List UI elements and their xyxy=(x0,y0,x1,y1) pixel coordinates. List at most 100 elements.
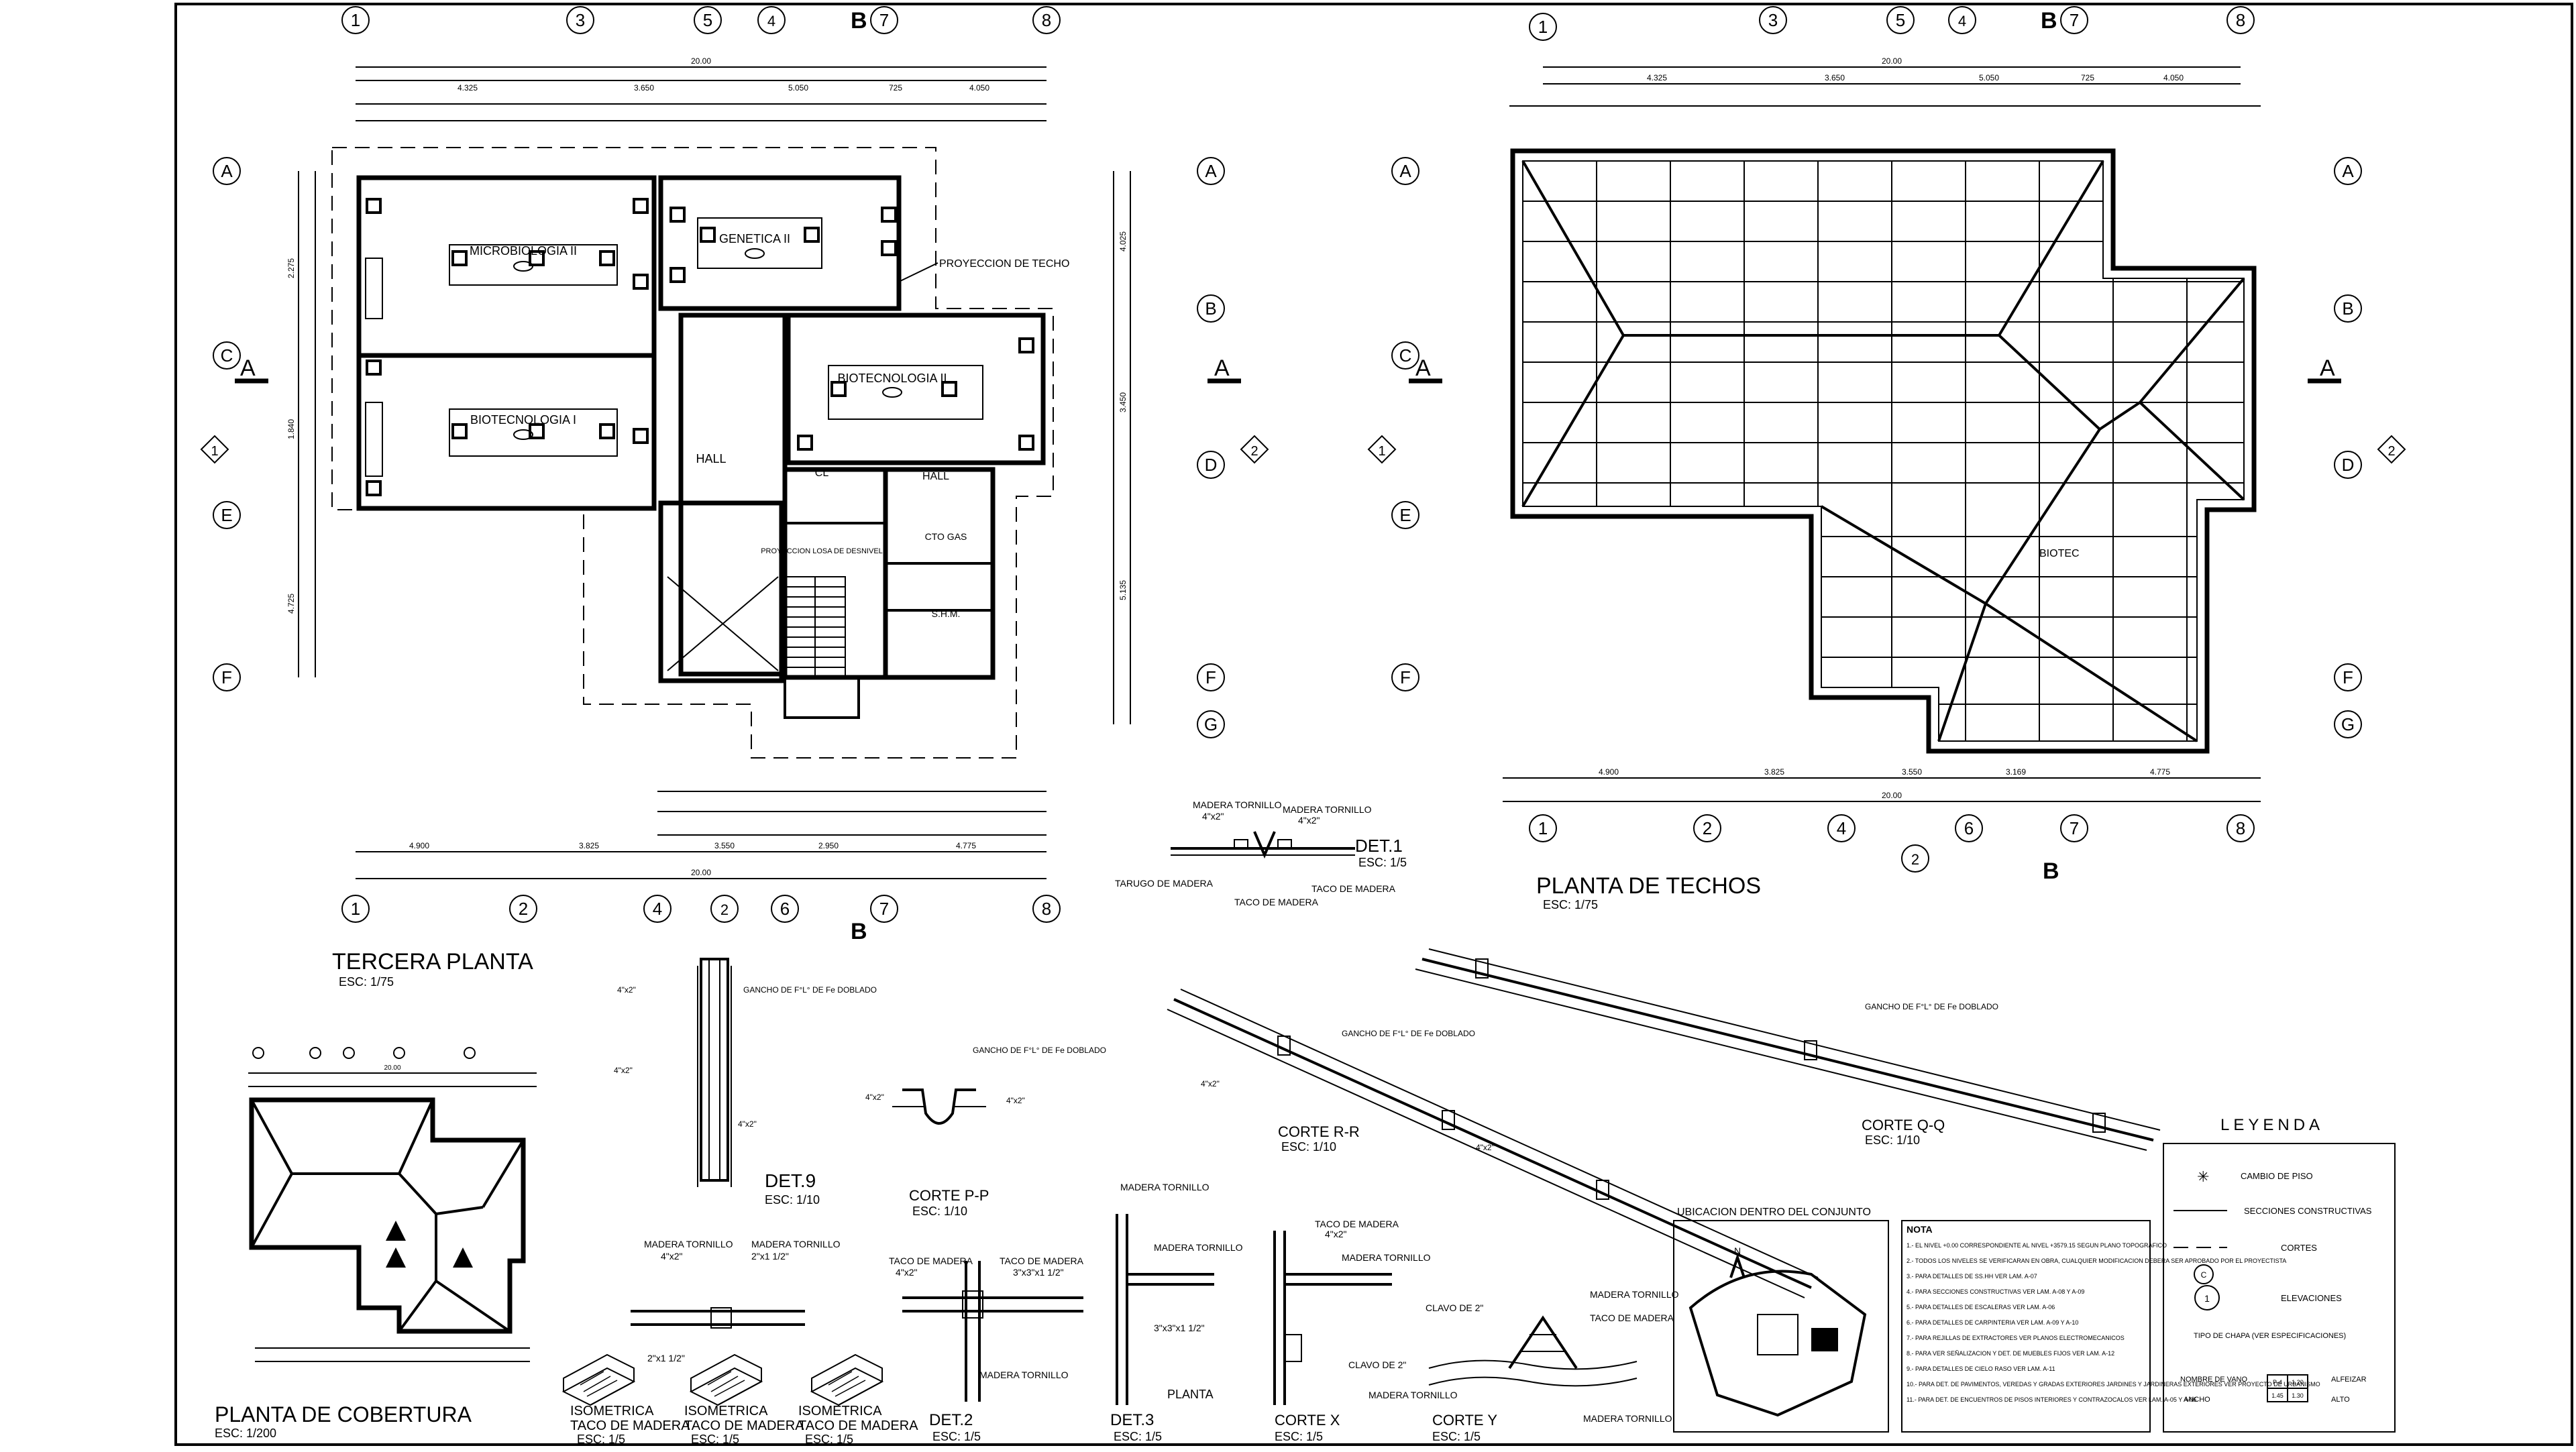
svg-text:5.050: 5.050 xyxy=(788,83,808,93)
svg-text:B: B xyxy=(2043,858,2059,884)
techos-grid-right: A B D F G A 2 xyxy=(2308,157,2406,738)
svg-text:1.45: 1.45 xyxy=(2271,1392,2284,1399)
techos-grid-top: 1 3 5 7 8 4 B xyxy=(1529,6,2255,41)
svg-text:3.650: 3.650 xyxy=(1825,73,1845,82)
svg-text:3.450: 3.450 xyxy=(1118,392,1128,412)
svg-text:6.- PARA DETALLES DE CARPINTER: 6.- PARA DETALLES DE CARPINTERIA VER LAM… xyxy=(1907,1319,2078,1326)
nota-block: NOTA 1.- EL NIVEL +0.00 CORRESPONDIENTE … xyxy=(1901,1220,2320,1433)
svg-text:CORTES: CORTES xyxy=(2281,1243,2317,1253)
svg-text:4: 4 xyxy=(1958,13,1966,30)
svg-text:GANCHO DE F°L° DE Fe DOBLADO: GANCHO DE F°L° DE Fe DOBLADO xyxy=(973,1046,1106,1055)
svg-text:4.900: 4.900 xyxy=(1599,767,1619,777)
svg-text:A: A xyxy=(1399,161,1411,181)
detail-isometrica-3: ISOMETRICA TACO DE MADERA ESC: 1/5 xyxy=(798,1353,918,1446)
svg-text:B: B xyxy=(2041,8,2057,34)
svg-text:ESC: 1/10: ESC: 1/10 xyxy=(1865,1133,1920,1147)
svg-text:3.825: 3.825 xyxy=(579,841,599,850)
detail-corte-x: TACO DE MADERA 4"x2" MADERA TORNILLO CLA… xyxy=(1273,1219,1458,1443)
svg-text:NOMBRE DE VANO: NOMBRE DE VANO xyxy=(2180,1376,2247,1384)
techos-ridges xyxy=(1521,160,2245,742)
svg-text:P-4: P-4 xyxy=(2273,1379,2282,1386)
svg-text:G: G xyxy=(1204,714,1218,734)
svg-text:GANCHO DE F°L° DE Fe DOBLADO: GANCHO DE F°L° DE Fe DOBLADO xyxy=(743,985,877,995)
svg-text:4: 4 xyxy=(767,13,775,30)
svg-text:1: 1 xyxy=(351,10,360,30)
svg-text:CAMBIO DE PISO: CAMBIO DE PISO xyxy=(2241,1171,2313,1181)
svg-text:TACO DE MADERA: TACO DE MADERA xyxy=(570,1418,690,1433)
tercera-equipment xyxy=(366,198,1034,496)
svg-text:3"x3"x1 1/2": 3"x3"x1 1/2" xyxy=(1154,1323,1205,1333)
svg-text:4.050: 4.050 xyxy=(2163,73,2184,82)
ubicacion-block: UBICACION DENTRO DEL CONJUNTO N xyxy=(1673,1207,1889,1433)
svg-text:4"x2": 4"x2" xyxy=(1201,1079,1220,1088)
cambio-piso-symbol: ✳ xyxy=(2197,1168,2209,1185)
svg-text:ESC: 1/10: ESC: 1/10 xyxy=(1281,1140,1336,1154)
svg-text:TACO DE MADERA: TACO DE MADERA xyxy=(889,1255,973,1266)
svg-text:2: 2 xyxy=(1911,851,1919,868)
svg-text:G: G xyxy=(2341,714,2355,734)
svg-text:ESC: 1/5: ESC: 1/5 xyxy=(577,1433,625,1446)
svg-text:TACO DE MADERA: TACO DE MADERA xyxy=(1315,1219,1399,1229)
svg-text:MADERA TORNILLO: MADERA TORNILLO xyxy=(751,1239,841,1249)
room-label-cto-gas: CTO GAS xyxy=(925,531,967,542)
svg-text:4"x2": 4"x2" xyxy=(1202,811,1224,822)
plan-planta-de-techos: 1 3 5 7 8 4 B 20.00 4.325 3.650 5.050 72… xyxy=(1367,6,2406,911)
svg-text:4: 4 xyxy=(1837,818,1846,838)
svg-text:5: 5 xyxy=(1896,10,1905,30)
svg-text:4"x2": 4"x2" xyxy=(661,1251,683,1262)
techos-grid-bottom: 1 2 4 6 7 8 2 B xyxy=(1529,814,2255,884)
svg-text:4"x2": 4"x2" xyxy=(738,1119,757,1129)
svg-text:5.- PARA DETALLES DE ESCALERAS: 5.- PARA DETALLES DE ESCALERAS VER LAM. … xyxy=(1907,1304,2055,1310)
svg-text:8.- PARA VER SEÑALIZACION Y DE: 8.- PARA VER SEÑALIZACION Y DET. DE MUEB… xyxy=(1907,1350,2114,1357)
svg-text:5.050: 5.050 xyxy=(1979,73,1999,82)
svg-text:1.20: 1.20 xyxy=(2292,1379,2304,1386)
svg-text:B: B xyxy=(1205,298,1216,319)
svg-text:F: F xyxy=(2343,667,2353,687)
svg-text:TIPO DE CHAPA (VER ESPECIFICAC: TIPO DE CHAPA (VER ESPECIFICACIONES) xyxy=(2194,1332,2346,1340)
tercera-walls xyxy=(356,175,1046,719)
room-label-shm: S.H.M. xyxy=(932,608,961,619)
svg-text:ESC: 1/5: ESC: 1/5 xyxy=(932,1430,981,1443)
detail-beam-isos: MADERA TORNILLO 4"x2" MADERA TORNILLO 2"… xyxy=(631,1239,841,1329)
svg-text:4.050: 4.050 xyxy=(969,83,989,93)
room-label-genetica: GENETICA II xyxy=(719,232,790,245)
svg-text:MADERA TORNILLO: MADERA TORNILLO xyxy=(1590,1289,1679,1300)
svg-text:B: B xyxy=(851,8,867,34)
svg-text:ANCHO: ANCHO xyxy=(2184,1396,2210,1404)
techos-title: PLANTA DE TECHOS xyxy=(1536,873,1761,899)
cobertura-outline xyxy=(249,1097,526,1334)
svg-text:MADERA TORNILLO: MADERA TORNILLO xyxy=(1342,1252,1431,1263)
room-label-biotecnologia-i: BIOTECNOLOGIA I xyxy=(470,413,576,427)
svg-text:ESC: 1/10: ESC: 1/10 xyxy=(765,1193,820,1207)
svg-text:UBICACION DENTRO DEL CONJUNTO: UBICACION DENTRO DEL CONJUNTO xyxy=(1677,1207,1871,1218)
svg-text:1: 1 xyxy=(211,444,218,459)
svg-text:2: 2 xyxy=(1703,818,1712,838)
svg-text:CLAVO DE 2": CLAVO DE 2" xyxy=(1426,1302,1483,1313)
svg-text:ESC: 1/5: ESC: 1/5 xyxy=(1275,1430,1323,1443)
svg-text:CORTE R-R: CORTE R-R xyxy=(1278,1123,1360,1140)
techos-grid-left: A C E F A 1 xyxy=(1367,157,1442,691)
svg-text:3.169: 3.169 xyxy=(2006,767,2026,777)
svg-text:TACO DE MADERA: TACO DE MADERA xyxy=(1234,897,1319,907)
svg-text:8: 8 xyxy=(1042,899,1051,919)
svg-text:MADERA TORNILLO: MADERA TORNILLO xyxy=(979,1370,1069,1380)
svg-text:C: C xyxy=(1399,345,1412,366)
svg-text:B: B xyxy=(2342,298,2353,319)
techos-scale: ESC: 1/75 xyxy=(1543,898,1598,911)
svg-text:MADERA TORNILLO: MADERA TORNILLO xyxy=(1583,1413,1672,1424)
svg-text:4"x2": 4"x2" xyxy=(617,985,636,995)
svg-text:8: 8 xyxy=(2236,818,2245,838)
svg-text:1: 1 xyxy=(2204,1293,2210,1304)
svg-text:MADERA TORNILLO: MADERA TORNILLO xyxy=(1193,799,1282,810)
tercera-grid-left: A C E F A 1 xyxy=(200,157,268,691)
tercera-dim-left: 2.275 1.840 4.725 4.025 3.450 5.135 xyxy=(286,171,1131,724)
svg-text:4"x2": 4"x2" xyxy=(1325,1229,1347,1239)
svg-text:7.- PARA REJILLAS DE EXTRACTOR: 7.- PARA REJILLAS DE EXTRACTORES VER PLA… xyxy=(1907,1335,2125,1341)
svg-text:3.825: 3.825 xyxy=(1764,767,1784,777)
svg-text:A: A xyxy=(221,161,233,181)
tercera-grid-top: 1 3 5 7 8 4 B xyxy=(341,6,1061,34)
tercera-lab-benches xyxy=(365,217,983,477)
detail-det-9: 4"x2" 4"x2" GANCHO DE F°L° DE Fe DOBLADO… xyxy=(614,958,877,1207)
svg-text:5.135: 5.135 xyxy=(1118,580,1128,600)
